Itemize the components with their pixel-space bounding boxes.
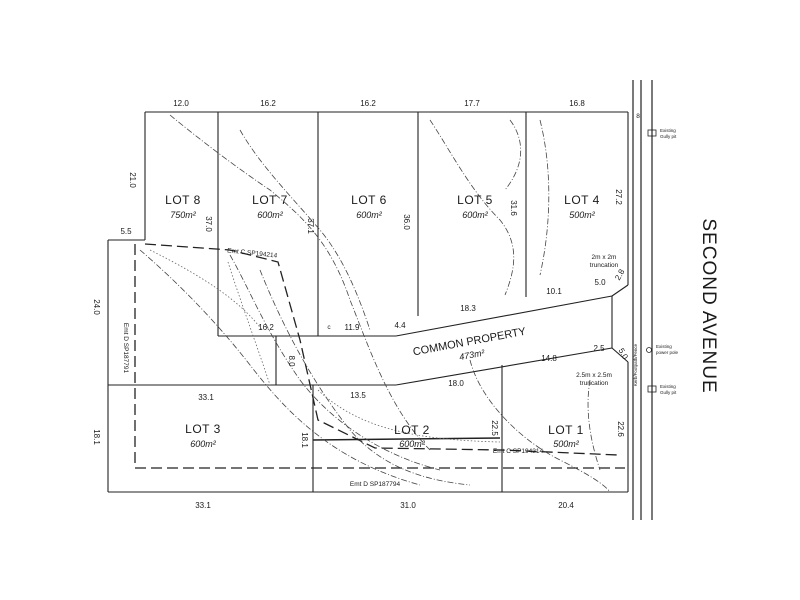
road-lines: [632, 80, 657, 520]
dim-bottom-lot3: 33.1: [195, 501, 211, 510]
kerb-note-pole: power pole: [656, 350, 679, 355]
dim-cp-lot7-base: 16.2: [258, 323, 274, 332]
kerb-note-existing-1: Existing: [660, 128, 676, 133]
dim-lot5-right: 31.6: [509, 200, 518, 216]
lot3-area: 600m²: [190, 439, 217, 449]
easement-c-lower-label: Emt C SP194214: [493, 448, 544, 455]
contour-line-4: [504, 119, 522, 191]
easement-c-lower-line: [312, 437, 501, 441]
dim-bottom-lot1: 20.4: [558, 501, 574, 510]
lot6-area: 600m²: [356, 210, 383, 220]
contour-line-7: [229, 254, 441, 471]
truncation-lower-size: 2.5m x 2.5m: [576, 372, 612, 379]
lot1-area: 500m²: [553, 439, 580, 449]
contour-line-9: [469, 359, 611, 493]
lot2-name: LOT 2: [394, 423, 430, 437]
dim-top-lot4: 16.8: [569, 99, 585, 108]
service-line-1: [149, 249, 263, 331]
lot5-area: 600m²: [462, 210, 489, 220]
kerb-note-existing-3: Existing: [656, 344, 672, 349]
letter-c-mark: c: [327, 324, 331, 331]
common-property-area: 473m²: [458, 347, 486, 362]
lot7-name: LOT 7: [252, 193, 288, 207]
contour-line-2: [239, 129, 371, 331]
street-name: SECOND AVENUE: [698, 218, 719, 393]
gully-pit-icon: [647, 129, 657, 137]
dim-lot4-bottom: 5.0: [594, 278, 606, 287]
dim-lot8-right: 37.0: [204, 216, 213, 232]
dim-cp-lot6-base: 11.9: [345, 323, 361, 332]
contour-line-10: [587, 379, 601, 471]
dimension-labels: 12.0 16.2 16.2 17.7 16.8 33.1 31.0 20.4 …: [92, 99, 640, 510]
truncation-upper-label: truncation: [590, 262, 619, 269]
dim-road-mark: 8: [636, 113, 640, 120]
frontage-note: Kerb/Footpath/Fence: [633, 343, 638, 386]
dim-lot2-top: 13.5: [350, 391, 366, 400]
dim-cp-left-vertical: 8.0: [287, 355, 296, 367]
dim-lot7-right: 37.1: [306, 218, 315, 234]
lot-labels: LOT 8 750m² LOT 7 600m² LOT 6 600m² LOT …: [165, 193, 600, 449]
dim-lot8-left: 21.0: [128, 172, 137, 188]
dim-lot1-right: 22.6: [616, 421, 625, 437]
lot7-area: 600m²: [257, 210, 284, 220]
lot6-name: LOT 6: [351, 193, 387, 207]
lot2-area: 600m²: [399, 439, 426, 449]
dim-top-lot6: 16.2: [360, 99, 376, 108]
lot4-name: LOT 4: [564, 193, 600, 207]
lot8-area: 750m²: [170, 210, 197, 220]
contour-line-1: [169, 114, 431, 451]
easement-d-bottom-label: Emt D SP187794: [350, 481, 401, 488]
cp-lower-diagonal: [395, 347, 613, 386]
dim-lot1-chamfer-a: 2.5: [593, 344, 605, 353]
easement-c-line: [144, 243, 619, 456]
dim-lot1-top: 14.8: [541, 354, 557, 363]
lot4-chamfer-line: [611, 284, 629, 297]
lot8-name: LOT 8: [165, 193, 201, 207]
annotations: 2m x 2m truncation 2.5m x 2.5m truncatio…: [327, 128, 678, 395]
dim-lot8-step: 5.5: [120, 227, 132, 236]
dim-top-lot7: 16.2: [260, 99, 276, 108]
kerb-note-gully-2: Gully pit: [660, 390, 677, 395]
contour-line-8: [259, 269, 471, 486]
gully-pit-icon: [647, 385, 657, 393]
dim-left-lower: 18.1: [92, 429, 101, 445]
service-line-3: [317, 389, 501, 443]
contour-lines: [139, 114, 611, 493]
cp-upper-diagonal: [395, 295, 613, 337]
dim-lot3-top: 33.1: [198, 393, 214, 402]
lot1-chamfer-line: [611, 347, 629, 363]
contour-line-5: [539, 119, 550, 276]
lot3-name: LOT 3: [185, 422, 221, 436]
dim-lot4-chamfer: 2.8: [613, 267, 627, 282]
dim-cp-small: 4.4: [394, 321, 406, 330]
dim-cp-top-lot5: 18.3: [460, 304, 476, 313]
lot5-name: LOT 5: [457, 193, 493, 207]
truncation-lower-label: truncation: [580, 380, 609, 387]
dim-bottom-lot2: 31.0: [400, 501, 416, 510]
easement-d-left-label: Emt D SP187791: [122, 323, 129, 374]
dim-lot6-right: 36.0: [402, 214, 411, 230]
dim-lot1-chamfer-b: 5.0: [616, 347, 630, 362]
dim-left-upper: 24.0: [92, 299, 101, 315]
dim-lot2-right: 22.5: [490, 420, 499, 436]
truncation-upper-size: 2m x 2m: [592, 254, 617, 261]
dim-lot4-right: 27.2: [614, 189, 623, 205]
kerb-note-gully-1: Gully pit: [660, 134, 677, 139]
dim-cp-top-lot4: 10.1: [546, 287, 562, 296]
contour-line-6: [139, 249, 421, 486]
dim-top-lot5: 17.7: [464, 99, 480, 108]
power-pole-icon: [646, 347, 652, 353]
easement-lines: [134, 243, 625, 469]
dim-top-lot8: 12.0: [173, 99, 189, 108]
dim-lot3-right: 18.1: [300, 432, 309, 448]
lot-boundaries: [107, 111, 629, 493]
lot1-name: LOT 1: [548, 423, 584, 437]
dim-cp-lower: 18.0: [448, 379, 464, 388]
kerb-note-existing-2: Existing: [660, 384, 676, 389]
lot4-area: 500m²: [569, 210, 596, 220]
contour-line-3: [429, 119, 515, 296]
easement-c-upper-label: Emt C SP194214: [227, 247, 278, 259]
easement-labels: Emt C SP194214 Emt C SP194214 Emt D SP18…: [122, 247, 543, 488]
